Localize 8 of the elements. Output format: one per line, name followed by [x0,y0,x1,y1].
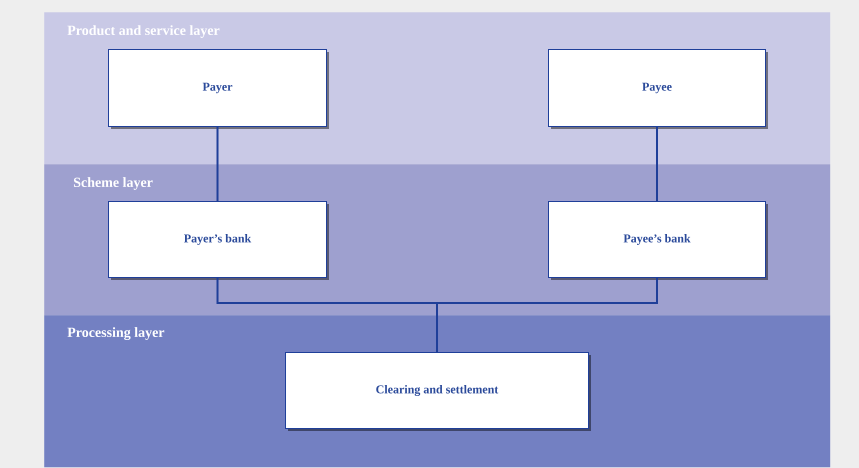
process-box: Payer [108,49,329,129]
process-box: Payee’s bank [548,201,768,280]
connector-line [436,278,658,352]
connector-line [216,127,218,201]
connector-line [656,127,658,201]
process-box: Clearing and settlement [285,352,591,431]
process-box: Payee [548,49,768,129]
process-box: Payer’s bank [108,201,329,280]
